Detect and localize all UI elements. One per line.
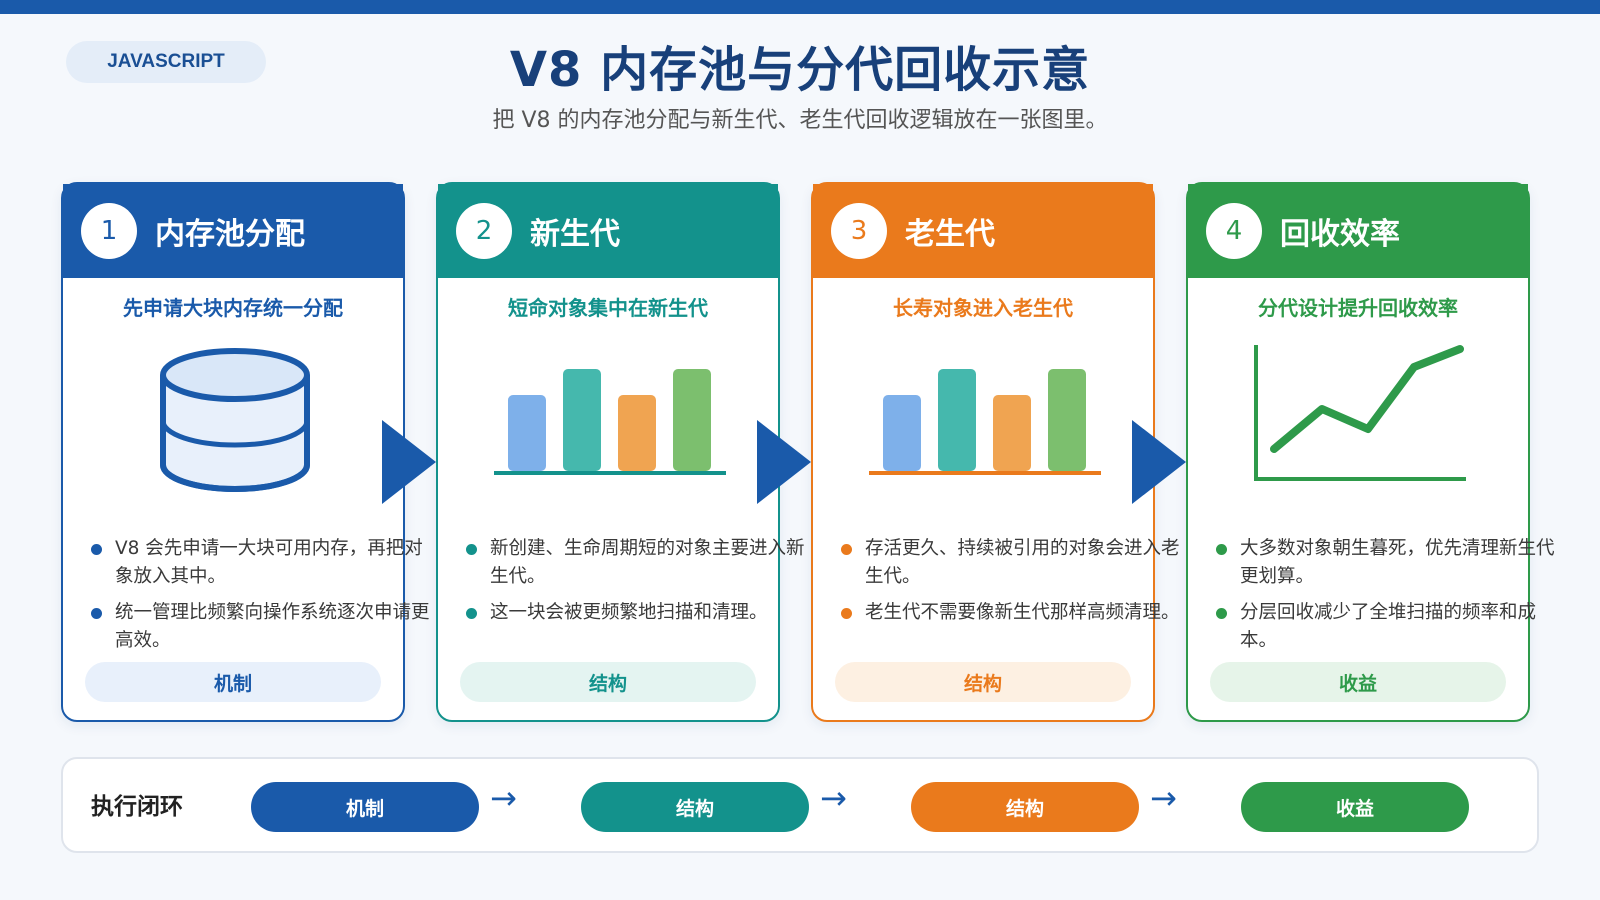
card-title: 新生代 <box>530 217 620 252</box>
loop-arrow-icon: → <box>1150 779 1177 817</box>
card-tag: 结构 <box>835 662 1131 702</box>
step-number-badge: 3 <box>831 203 887 259</box>
line-chart-icon <box>1188 321 1528 517</box>
loop-arrow-icon: → <box>490 779 517 817</box>
card-header: 1 内存池分配 <box>63 184 403 278</box>
bullet-item: V8 会先申请一大块可用内存，再把对象放入其中。 <box>91 535 437 591</box>
step-number-badge: 2 <box>456 203 512 259</box>
loop-title: 执行闭环 <box>91 794 183 820</box>
step-number-badge: 4 <box>1206 203 1262 259</box>
bullet-item: 新创建、生命周期短的对象主要进入新生代。 <box>466 535 812 591</box>
loop-arrow-icon: → <box>820 779 847 817</box>
card-old-generation: 3 老生代 长寿对象进入老生代 存活更久、持续被引用的对象会进入老生代。 老生代… <box>811 182 1180 722</box>
top-accent-bar <box>0 0 1600 14</box>
flow-arrow-icon <box>757 420 811 504</box>
loop-step-benefit: 收益 <box>1241 782 1469 832</box>
database-icon <box>63 321 403 517</box>
flow-arrow-icon <box>1132 420 1186 504</box>
loop-step-mechanism: 机制 <box>251 782 479 832</box>
bullet-item: 这一块会被更频繁地扫描和清理。 <box>466 599 812 627</box>
card-subtitle: 短命对象集中在新生代 <box>508 296 708 320</box>
card-title: 老生代 <box>905 217 995 252</box>
bar-chart-icon <box>438 321 778 517</box>
bullet-item: 统一管理比频繁向操作系统逐次申请更高效。 <box>91 599 437 655</box>
page-subtitle: 把 V8 的内存池分配与新生代、老生代回收逻辑放在一张图里。 <box>492 108 1108 133</box>
card-header: 3 老生代 <box>813 184 1153 278</box>
card-memory-pool: 1 内存池分配 先申请大块内存统一分配 V8 会先申请一大块可用内存，再把对象放… <box>61 182 430 722</box>
page-title: V8 内存池与分代回收示意 <box>509 42 1091 98</box>
card-tag: 收益 <box>1210 662 1506 702</box>
card-young-generation: 2 新生代 短命对象集中在新生代 新创建、生命周期短的对象主要进入新生代。 这一… <box>436 182 805 722</box>
card-subtitle: 长寿对象进入老生代 <box>893 296 1073 320</box>
bullet-item: 分层回收减少了全堆扫描的频率和成本。 <box>1216 599 1562 655</box>
card-tag: 机制 <box>85 662 381 702</box>
bullet-item: 老生代不需要像新生代那样高频清理。 <box>841 599 1187 627</box>
category-tag: JAVASCRIPT <box>66 41 266 83</box>
execution-loop-panel: 执行闭环 机制 → 结构 → 结构 → 收益 <box>61 757 1539 853</box>
bullet-item: 大多数对象朝生暮死，优先清理新生代更划算。 <box>1216 535 1562 591</box>
bullet-item: 存活更久、持续被引用的对象会进入老生代。 <box>841 535 1187 591</box>
step-number-badge: 1 <box>81 203 137 259</box>
card-subtitle: 先申请大块内存统一分配 <box>123 296 343 320</box>
card-header: 2 新生代 <box>438 184 778 278</box>
loop-step-structure: 结构 <box>911 782 1139 832</box>
bar-chart-icon <box>813 321 1153 517</box>
flow-arrow-icon <box>382 420 436 504</box>
card-title: 回收效率 <box>1280 217 1400 252</box>
card-tag: 结构 <box>460 662 756 702</box>
card-title: 内存池分配 <box>155 217 305 252</box>
card-subtitle: 分代设计提升回收效率 <box>1258 296 1458 320</box>
card-header: 4 回收效率 <box>1188 184 1528 278</box>
card-gc-efficiency: 4 回收效率 分代设计提升回收效率 大多数对象朝生暮死，优先清理新生代更划算。 … <box>1186 182 1555 722</box>
loop-step-structure: 结构 <box>581 782 809 832</box>
